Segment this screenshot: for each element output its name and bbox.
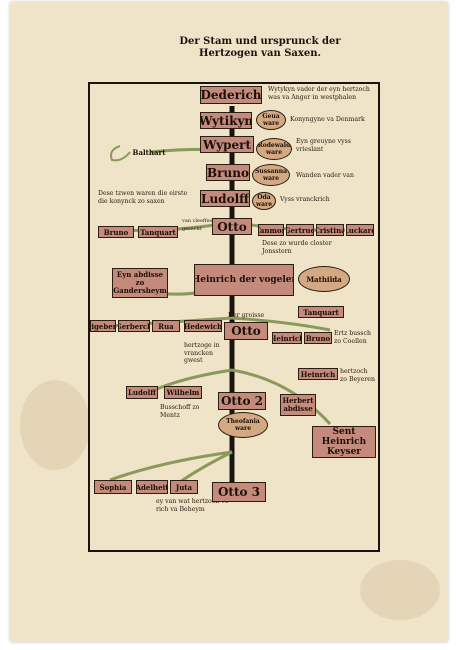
box-bruno-2: Bruno bbox=[98, 226, 134, 238]
note-bussch: Busschoff zo Mentz bbox=[160, 404, 200, 419]
box-rua: Rua bbox=[152, 320, 180, 332]
branch-line bbox=[231, 316, 331, 332]
paper-stain bbox=[20, 380, 90, 470]
box-cristina: Cristina bbox=[316, 224, 344, 236]
box-wilhelm: Wilhelm bbox=[164, 386, 202, 399]
note-ludolff: Dese tzwen waren die eirste die konynck … bbox=[98, 190, 188, 205]
oval-sussanna: Sussanna ware bbox=[252, 164, 290, 186]
note-sussanna: Wanden vader van bbox=[296, 172, 354, 179]
box-luckard: Luckard bbox=[346, 224, 374, 236]
title-line-2: Hertzogen van Saxen. bbox=[199, 48, 321, 59]
box-heinrich-3: Heinrich bbox=[298, 368, 338, 380]
box-tanquart-2: Tanquart bbox=[298, 306, 344, 318]
box-bruno-3: Bruno bbox=[304, 332, 332, 344]
box-heinrich-2: Heinrich bbox=[272, 332, 302, 344]
box-wytykyn: Wytikyn bbox=[200, 112, 252, 129]
note-bruncklaus: van cleeffes gesecht bbox=[182, 218, 213, 232]
box-tanmon: Tanmon bbox=[258, 224, 284, 236]
box-tanquart: Tanquart bbox=[138, 226, 178, 238]
box-wypert: Wypert bbox=[200, 136, 254, 153]
oval-geua: Geua ware bbox=[256, 110, 286, 130]
note-geua: Konyngyne va Denmark bbox=[290, 116, 365, 123]
note-dederich: Wytykyn vader der eyn hertzoch was va An… bbox=[268, 86, 370, 101]
page-title: Der Stam und ursprunck der Hertzogen van… bbox=[160, 36, 360, 60]
box-sigebert: Sigebert bbox=[90, 320, 116, 332]
box-otto-2: Otto 2 bbox=[218, 392, 266, 410]
branch-line bbox=[231, 368, 332, 426]
note-heinrich-3: hertzoch zo Beyeren bbox=[340, 368, 375, 383]
note-juta-2: rich va Beheym bbox=[156, 506, 205, 513]
note-rodewald: Eyn greuyne vyss vrieslant bbox=[296, 138, 351, 153]
oval-oda: Oda ware bbox=[252, 192, 276, 210]
box-sent-heinrich: Sent Heinrich Keyser bbox=[312, 426, 376, 458]
branch-line bbox=[109, 450, 233, 482]
box-ayn-abdisse: Eyn abdisse zo Gandersheym bbox=[112, 268, 168, 298]
branch-line bbox=[179, 450, 233, 484]
title-line-1: Der Stam und ursprunck der bbox=[179, 36, 341, 47]
branch-line bbox=[110, 145, 131, 162]
box-otto: Otto bbox=[212, 218, 252, 235]
note-dese: Dese zo wurde closter Jonsstern bbox=[262, 240, 332, 255]
note-otto-grosse: Ertz bussch zo Coellen bbox=[334, 330, 371, 345]
note-heinrich-grosse: Der groisse bbox=[228, 312, 265, 319]
paper-stain bbox=[360, 560, 440, 620]
box-heinrich: Heinrich der vogeler bbox=[194, 264, 294, 296]
note-juta: ey van wat hertzoch ve bbox=[156, 498, 229, 505]
diagram-frame bbox=[88, 82, 380, 552]
oval-rodewald: Rodewald ware bbox=[256, 138, 292, 160]
note-oda: Vyss vranckrich bbox=[280, 196, 330, 203]
note-hedewich: hertzoge in vrancken gwest bbox=[184, 342, 220, 364]
oval-mathild: Mathilda bbox=[298, 266, 350, 292]
box-gertrud: Gertrud bbox=[286, 224, 314, 236]
box-herbert: Herbert abdisse bbox=[280, 394, 316, 416]
box-balthart: Balthart bbox=[132, 147, 166, 157]
box-ludolff-2: Ludolff bbox=[126, 386, 158, 399]
box-otto-3: Otto 3 bbox=[212, 482, 266, 502]
box-adelheit: Adelheit bbox=[136, 480, 168, 494]
box-juta: Juta bbox=[170, 480, 198, 494]
box-ludolff: Ludolff bbox=[200, 190, 250, 207]
box-gerberch: Gerberch bbox=[118, 320, 150, 332]
box-hedewich: Hedewich bbox=[184, 320, 222, 332]
box-bruno: Bruno bbox=[206, 164, 250, 181]
box-sophia: Sophia bbox=[94, 480, 132, 494]
oval-theofania: Theofania ware bbox=[218, 412, 268, 438]
box-otto-grosse: Otto bbox=[224, 322, 268, 340]
box-dederich: Dederich bbox=[200, 86, 262, 104]
